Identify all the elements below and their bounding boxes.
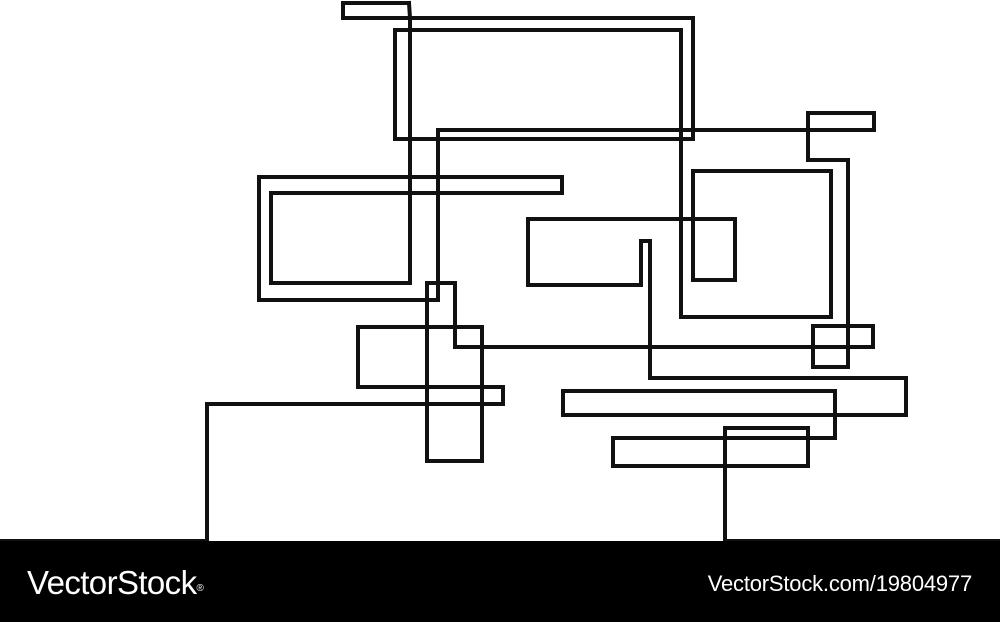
watermark-footer: VectorStock® VectorStock.com/19804977 bbox=[0, 541, 1000, 622]
brand-name: VectorStock bbox=[27, 564, 197, 601]
continuous-line-art-illustration bbox=[0, 0, 1000, 543]
image-id-url: VectorStock.com/19804977 bbox=[707, 571, 972, 596]
top-rectangle-path bbox=[393, 0, 1000, 543]
left-ground-path bbox=[0, 1, 876, 543]
vectorstock-logo: VectorStock® bbox=[27, 563, 204, 603]
registered-mark: ® bbox=[196, 583, 204, 594]
